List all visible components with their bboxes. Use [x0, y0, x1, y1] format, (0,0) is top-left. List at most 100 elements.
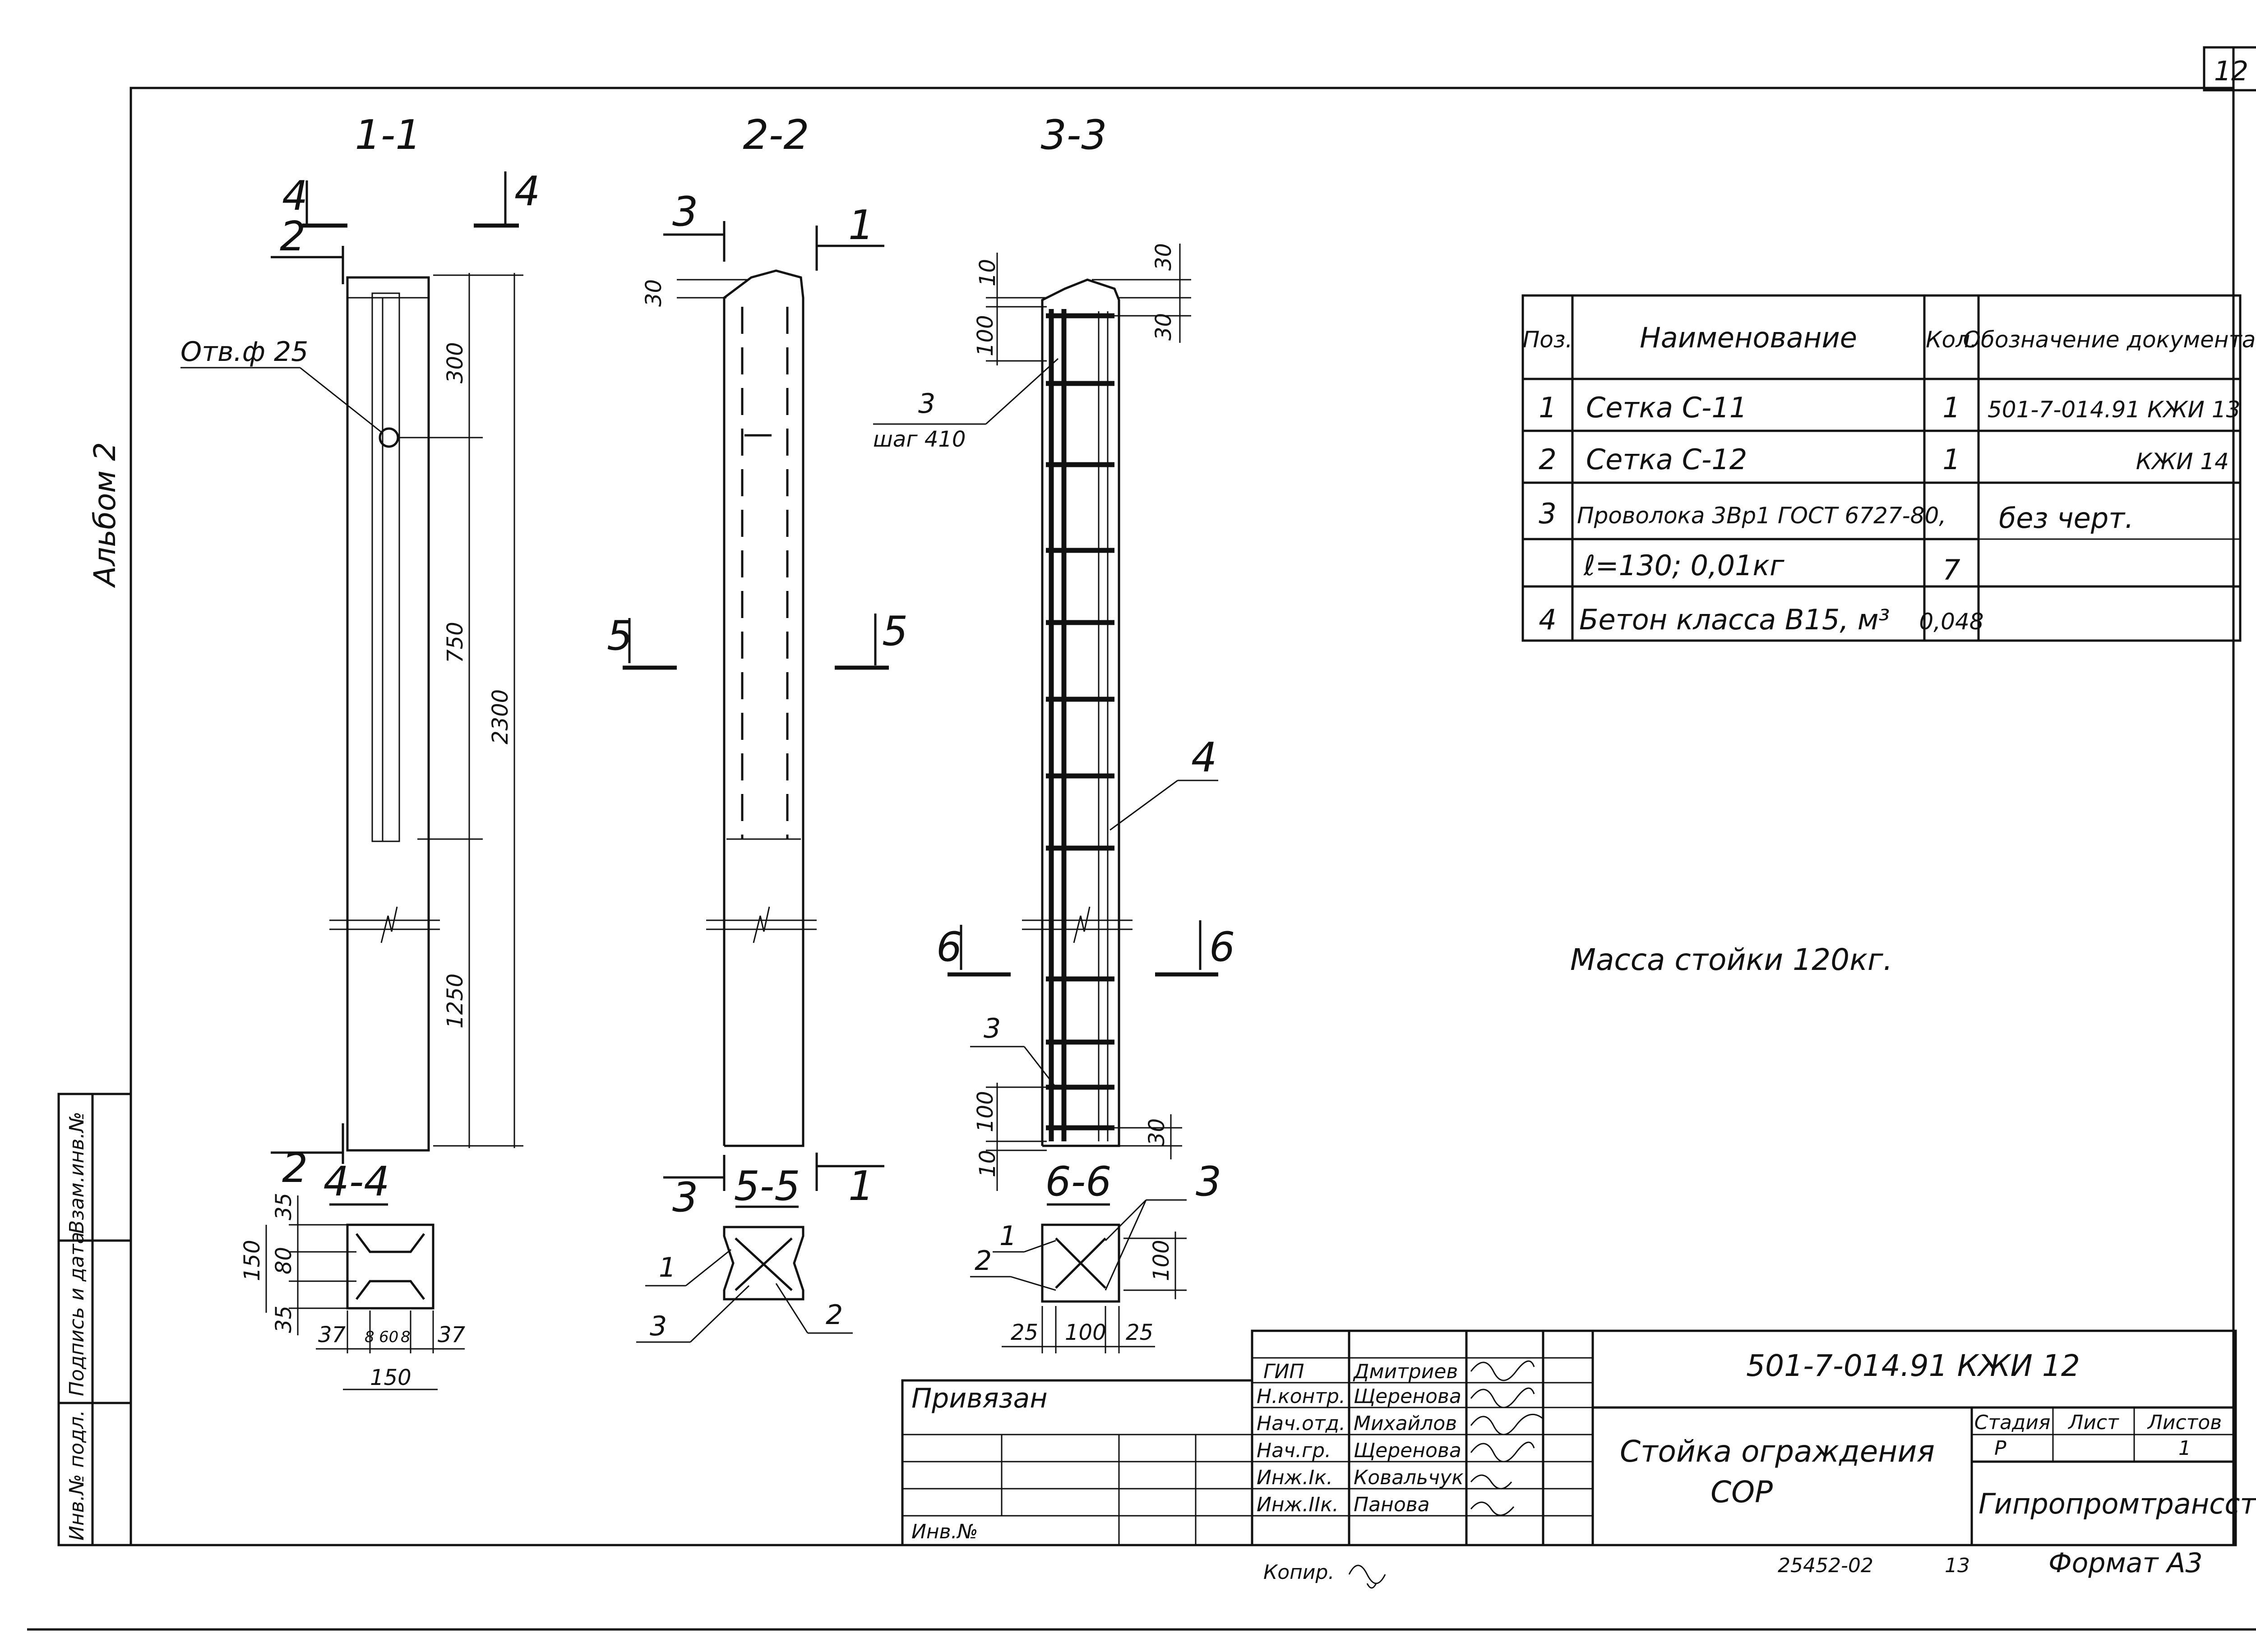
name-4: Ковальчук: [1354, 1466, 1464, 1489]
role-0: ГИП: [1263, 1360, 1304, 1383]
dim-100-top: 100: [973, 315, 998, 356]
attached-label: Привязан: [911, 1383, 1048, 1414]
sec66-label-3: 3: [1196, 1158, 1221, 1205]
dim-8-right: 8: [401, 1328, 411, 1346]
dim-30-2-2: 30: [641, 279, 666, 307]
name-5: Панова: [1354, 1493, 1430, 1516]
dim-60: 60: [379, 1328, 398, 1346]
archive-sheet: 13: [1945, 1554, 1970, 1577]
spec-r2-doc: КЖИ 14: [2136, 448, 2229, 475]
section-title-5-5: 5-5: [734, 1163, 800, 1210]
section-4-4: 4-4 35 80 35 150 37 8 60 8 37 150: [240, 1158, 466, 1390]
spec-r5-name: Бетон класса В15, м³: [1579, 603, 1890, 636]
dim-10-top: 10: [975, 259, 1000, 286]
dim-10-bottom: 10: [975, 1150, 1000, 1177]
section-title-2-2: 2-2: [743, 111, 809, 159]
stage-value: Р: [1994, 1437, 2006, 1460]
spec-r4-qty: 7: [1942, 554, 1960, 586]
view-3-3: 10 100 30 30 100 10 30 3 шаг 410 4 3: [873, 243, 1235, 1191]
sec66-label-1: 1: [999, 1220, 1017, 1252]
spec-header-name: Наименование: [1640, 321, 1857, 354]
spec-header-doc: Обозначение документа: [1963, 327, 2256, 353]
inv-no-label: Инв.№: [911, 1520, 978, 1543]
spec-r1-qty: 1: [1942, 391, 1960, 424]
side-stamp: Инв.№ подл. Подпись и дата Взам.инв.№: [57, 1093, 132, 1546]
sec66-dim-100-horiz: 100: [1065, 1320, 1106, 1345]
spec-r3-doc: без черт.: [1999, 502, 2134, 535]
mark-3-bottom: 3: [672, 1174, 698, 1221]
callout-3-pos: 3: [918, 388, 935, 420]
spec-r5-pos: 4: [1539, 603, 1556, 636]
section-5-5: 5-5 1 3 2: [636, 1163, 853, 1343]
doc-code: 501-7-014.91 КЖИ 12: [1746, 1348, 2080, 1383]
callout-3-bottom: 3: [984, 1013, 1001, 1044]
spec-header-pos: Поз.: [1523, 327, 1573, 353]
dim-37-left: 37: [318, 1322, 346, 1347]
sidebar-replace-inv: Взам.инв.№: [65, 1112, 88, 1234]
mark-4-left: 4: [282, 172, 308, 220]
mark-4-right: 4: [514, 168, 540, 215]
spec-r2-pos: 2: [1539, 443, 1556, 476]
mark-2-bottom: 2: [282, 1144, 308, 1192]
sec55-label-1: 1: [659, 1252, 676, 1283]
sec66-dim-100-vert: 100: [1149, 1240, 1174, 1281]
dim-150-horiz: 150: [370, 1365, 411, 1390]
dim-80: 80: [271, 1247, 296, 1274]
sheet-frame: 12: [27, 46, 2256, 1631]
mark-5-right: 5: [882, 608, 908, 655]
sec66-dim-25-right: 25: [1126, 1320, 1153, 1345]
role-5: Инж.IIк.: [1257, 1493, 1339, 1516]
dim-750: 750: [443, 622, 468, 663]
sheets-header: Листов: [2147, 1411, 2222, 1434]
name-3: Щеренова: [1354, 1439, 1461, 1462]
copied-signature: [1348, 1564, 1386, 1589]
dim-300: 300: [443, 342, 468, 383]
dim-35-bottom: 35: [271, 1306, 296, 1333]
sheet-number: 12: [2214, 55, 2248, 87]
mark-6-right: 6: [1209, 923, 1235, 971]
spec-r1-pos: 1: [1539, 391, 1556, 424]
spec-r5-qty: 0,048: [1919, 609, 1983, 635]
sidebar-inv-orig: Инв.№ подл.: [65, 1410, 88, 1541]
section-6-6: 6-6 1 2 3 100 25 100 25: [970, 1158, 1221, 1353]
name-2: Михайлов: [1354, 1412, 1457, 1435]
sec66-dim-25-left: 25: [1011, 1320, 1038, 1345]
mark-6-left: 6: [936, 923, 962, 971]
organization: Гипропромтрансстрой: [1979, 1487, 2256, 1520]
album-label: Альбом 2: [88, 442, 122, 588]
mark-1-bottom: 1: [848, 1163, 874, 1210]
stage-header: Стадия: [1974, 1411, 2051, 1434]
sheet-header: Лист: [2067, 1411, 2119, 1434]
mark-5-left: 5: [607, 612, 633, 660]
dim-100-bottom: 100: [973, 1091, 998, 1132]
dim-30-top-a: 30: [1151, 243, 1176, 271]
sheets-total-value: 1: [2178, 1437, 2191, 1460]
spec-table: Поз. Наименование Кол. Обозначение докум…: [1521, 294, 2256, 642]
title-line-1: Стойка ограждения: [1620, 1434, 1935, 1469]
spec-r2-name: Сетка С-12: [1586, 443, 1747, 476]
dim-150-vert: 150: [240, 1240, 265, 1281]
dim-30-top-b: 30: [1151, 313, 1176, 341]
spec-r3-name: Проволока 3Вр1 ГОСТ 6727-80,: [1577, 503, 1946, 529]
spec-r2-qty: 1: [1942, 443, 1960, 476]
sec55-label-2: 2: [826, 1299, 843, 1331]
name-1: Щеренова: [1354, 1385, 1461, 1408]
mark-2-top: 2: [280, 213, 305, 260]
spec-r3-pos: 3: [1539, 497, 1556, 530]
signatures: [1470, 1360, 1544, 1516]
dim-30-bottom: 30: [1144, 1118, 1170, 1146]
view-1-1: Отв.ф 25 4 4 2 2 300 750 2300 1250: [180, 168, 540, 1192]
section-title-4-4: 4-4: [324, 1158, 390, 1205]
sidebar-sign-date: Подпись и дата: [65, 1232, 88, 1396]
name-0: Дмитриев: [1353, 1360, 1458, 1383]
stirrups: [1046, 313, 1114, 1131]
callout-4: 4: [1191, 734, 1217, 781]
dim-1250: 1250: [443, 974, 468, 1029]
section-title-1-1: 1-1: [355, 111, 421, 159]
hole-label: Отв.ф 25: [180, 336, 308, 368]
role-4: Инж.Iк.: [1257, 1466, 1333, 1489]
section-title-3-3: 3-3: [1041, 111, 1107, 159]
attachment-block: Привязан Инв.№: [901, 1379, 1253, 1546]
archive-number: 25452-02: [1778, 1554, 1873, 1577]
dim-2300: 2300: [488, 689, 513, 744]
